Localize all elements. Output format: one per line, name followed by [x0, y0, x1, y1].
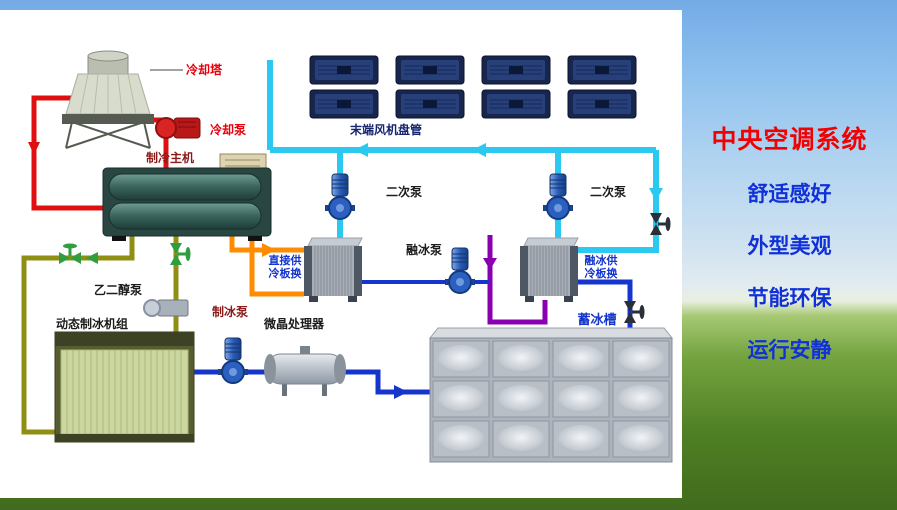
valve-icon	[624, 301, 645, 323]
ice-making-pump	[217, 337, 249, 384]
ice-water-pipe	[344, 369, 430, 395]
feature-appearance: 外型美观	[747, 235, 832, 258]
fan-coil-unit	[309, 89, 379, 119]
hvac-schematic: 冷却塔 冷却泵 制冷主机 末端风机盘管 二次泵 二次泵 融冰泵 直接供 冷板换 …	[21, 50, 674, 463]
flow-arrow-down-icon	[649, 188, 663, 201]
direct-supply-pipe	[249, 234, 304, 297]
ice-storage-tank	[428, 327, 674, 463]
feature-quiet-operation: 运行安静	[747, 339, 832, 362]
cooling-pump	[155, 117, 201, 139]
tank-panel	[612, 340, 670, 378]
direct-cooling-plate-hx	[303, 237, 363, 303]
melt-hx-label: 融冰供	[585, 253, 618, 267]
fan-coil-unit	[481, 55, 551, 85]
melt-pump-label: 融冰泵	[406, 242, 442, 257]
piping	[21, 60, 663, 435]
direct-hx-label: 直接供	[269, 253, 302, 267]
diagram-panel: 冷却塔 冷却泵 制冷主机 末端风机盘管 二次泵 二次泵 融冰泵 直接供 冷板换 …	[0, 10, 682, 498]
melt-cooling-plate-hx	[519, 237, 579, 303]
fan-coil-unit	[567, 89, 637, 119]
flow-arrow-left-icon	[354, 143, 368, 157]
secondary-pump-left	[324, 173, 356, 220]
crystal-processor	[264, 346, 346, 396]
glycol-pipe	[21, 234, 135, 435]
valve-icon	[170, 243, 191, 265]
equipment-labels: 冷却塔 冷却泵 制冷主机 末端风机盘管 二次泵 二次泵 融冰泵 直接供 冷板换 …	[56, 62, 626, 331]
fan-coil-unit	[567, 55, 637, 85]
direct-supply-pipe	[229, 234, 304, 253]
tank-panel	[432, 420, 490, 458]
tank-panel	[612, 380, 670, 418]
ice-storage-tank-label: 蓄冰槽	[577, 312, 616, 327]
info-panel: 中央空调系统 舒适感好 外型美观 节能环保 运行安静	[682, 0, 897, 510]
tank-panel	[552, 420, 610, 458]
flow-arrow-right-icon	[394, 385, 408, 399]
melt-ice-pump	[444, 247, 476, 294]
tank-panel	[552, 380, 610, 418]
glycol-pump-label: 乙二醇泵	[94, 282, 142, 297]
tank-panel	[492, 420, 550, 458]
flow-arrow-down-icon	[483, 258, 497, 270]
cooling-tower-label: 冷却塔	[186, 62, 223, 77]
feature-energy-saving: 节能环保	[747, 287, 832, 310]
feature-comfort: 舒适感好	[747, 183, 832, 206]
tank-panel	[612, 420, 670, 458]
glycol-pump	[143, 299, 189, 317]
flow-arrow-left-icon	[472, 143, 486, 157]
chiller-label: 制冷主机	[146, 150, 194, 165]
secondary-pump-left-label: 二次泵	[386, 184, 422, 199]
chilled-water-return	[578, 150, 659, 253]
fan-coil-grid	[309, 55, 637, 119]
crystal-processor-label: 微晶处理器	[263, 316, 325, 331]
tank-panel	[492, 380, 550, 418]
ice-pump-label: 制冰泵	[212, 304, 248, 319]
fan-coil-unit	[309, 55, 379, 85]
flow-arrow-left-icon	[86, 252, 98, 264]
fan-coil-label: 末端风机盘管	[350, 122, 422, 137]
direct-hx-label: 冷板换	[269, 266, 303, 280]
melt-hx-label: 冷板换	[585, 266, 619, 280]
ice-making-unit	[54, 331, 195, 443]
tank-panel	[432, 340, 490, 378]
valve-icon	[59, 243, 81, 264]
flow-arrow-right-icon	[262, 243, 276, 257]
chiller-unit	[102, 153, 272, 241]
tank-panel	[432, 380, 490, 418]
melt-supply-pipe	[487, 235, 548, 325]
cooling-pump-label: 冷却泵	[210, 122, 246, 137]
cooling-tower	[62, 50, 154, 149]
fan-coil-unit	[395, 89, 465, 119]
ice-making-unit-label: 动态制冰机组	[56, 316, 128, 331]
secondary-pump-right	[542, 173, 574, 220]
secondary-pump-right-label: 二次泵	[590, 184, 626, 199]
system-title: 中央空调系统	[711, 126, 868, 154]
tank-panel	[492, 340, 550, 378]
fan-coil-unit	[481, 89, 551, 119]
flow-arrow-down-icon	[28, 142, 40, 155]
tank-panel	[552, 340, 610, 378]
fan-coil-unit	[395, 55, 465, 85]
